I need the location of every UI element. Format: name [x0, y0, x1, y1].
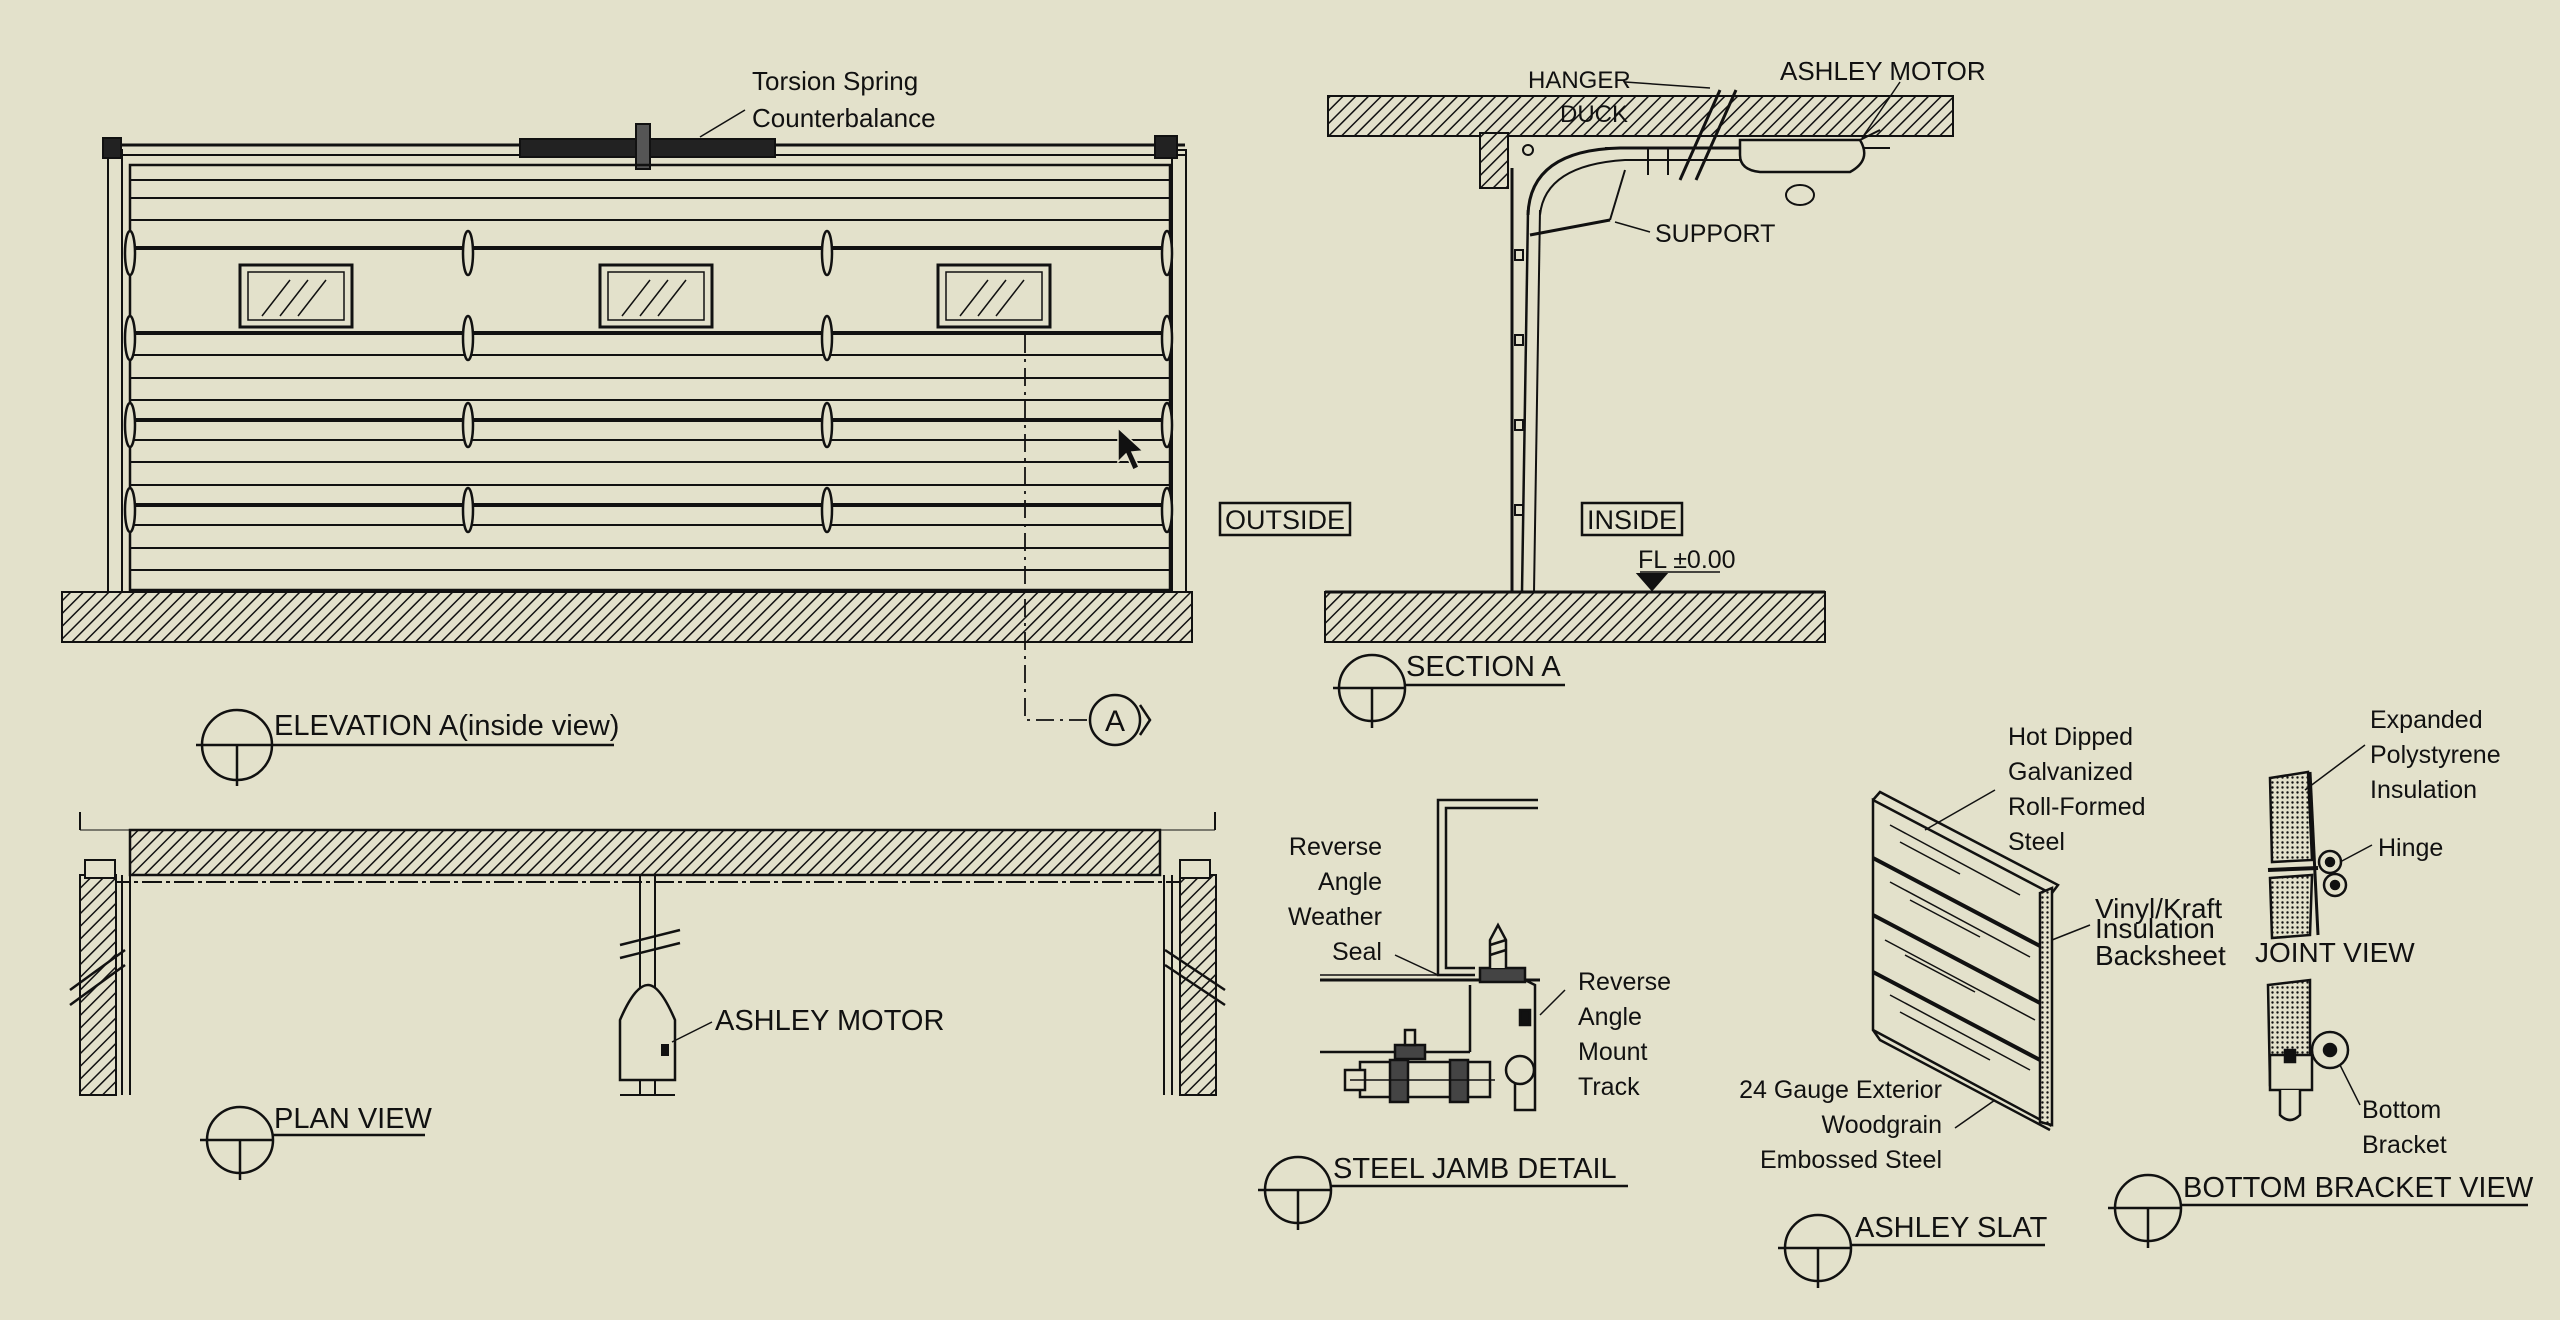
slat-title-symbol	[1778, 1213, 2045, 1288]
bracket-title: BOTTOM BRACKET VIEW	[2183, 1172, 2534, 1204]
slat-title: ASHLEY SLAT	[1855, 1212, 2048, 1244]
bracket-label-line-2: Bracket	[2362, 1131, 2447, 1159]
jamb-track-label-line-1: Reverse	[1578, 968, 1671, 996]
jamb-track-label-line-3: Mount	[1578, 1038, 1648, 1066]
elevation-title: ELEVATION A(inside view)	[274, 710, 619, 742]
outside-label: OUTSIDE	[1225, 505, 1345, 535]
elevation-view	[61, 109, 1193, 747]
plan-title: PLAN VIEW	[274, 1103, 433, 1135]
joint-insulation-label-line-2: Polystyrene	[2370, 741, 2501, 769]
door-slat-lines	[130, 179, 1170, 571]
section-ground-hatch	[1324, 591, 1826, 643]
joint-insulation-leader	[2304, 744, 2366, 791]
jamb-seal-label-line-3: Weather	[1288, 903, 1382, 931]
slat-steel-label-line-4: Steel	[2008, 828, 2065, 856]
section-title: SECTION A	[1406, 651, 1561, 683]
plan-view	[69, 812, 1226, 1096]
section-cut-line	[1024, 335, 1092, 721]
slat-backsheet-label-line-2: Insulation	[2095, 913, 2215, 944]
door-hinges	[123, 229, 1174, 534]
joint-insulation-label-line-3: Insulation	[2370, 776, 2477, 804]
torsion-label-line-2: Counterbalance	[752, 103, 936, 133]
elevation-right-jamb	[1171, 149, 1187, 593]
support-leader	[1614, 221, 1651, 233]
jamb-title-symbol	[1258, 1155, 1628, 1230]
torsion-leader	[699, 109, 746, 138]
slat-exterior-label-line-2: Woodgrain	[1822, 1111, 1942, 1139]
door-window	[598, 263, 714, 329]
bracket-detail	[2266, 978, 2361, 1122]
slat-exterior-label-line-3: Embossed Steel	[1760, 1146, 1942, 1174]
jamb-track-label-line-4: Track	[1578, 1073, 1640, 1101]
hanger-label-line-1: HANGER	[1528, 67, 1631, 94]
elevation-left-jamb	[107, 149, 123, 593]
inside-label: INSIDE	[1587, 505, 1677, 535]
torsion-label-line-1: Torsion Spring	[752, 66, 918, 96]
section-motor-body	[1738, 138, 1866, 174]
floor-level-marker	[1635, 573, 1669, 592]
jamb-track-label-line-2: Angle	[1578, 1003, 1642, 1031]
jamb-track	[1513, 978, 1537, 1112]
jamb-angle	[1436, 798, 1538, 977]
slat-steel-label-line-2: Galvanized	[2008, 758, 2133, 786]
jamb-title: STEEL JAMB DETAIL	[1333, 1153, 1617, 1185]
plan-right-wall	[1179, 874, 1217, 1096]
jamb-seal-label-line-1: Reverse	[1289, 833, 1382, 861]
jamb-detail	[1320, 798, 1566, 1112]
joint-insulation-label-line-1: Expanded	[2370, 706, 2483, 734]
joint-hinge-label: Hinge	[2378, 834, 2443, 862]
plan-motor	[618, 983, 677, 1082]
bracket-leader	[2339, 1064, 2361, 1106]
slat-backsheet-label-line-1: Vinyl/Kraft	[2095, 893, 2222, 924]
elevation-ground-hatch	[61, 591, 1193, 643]
slat-backsheet	[2038, 886, 2054, 1127]
slat-exterior-label-line-1: 24 Gauge Exterior	[1739, 1076, 1942, 1104]
plan-motor-label: ASHLEY MOTOR	[715, 1005, 944, 1037]
section-ceiling-hatch	[1327, 95, 1954, 137]
inside-label-box	[1580, 501, 1684, 537]
jamb-seal-label-line-4: Seal	[1332, 938, 1382, 966]
section-marker	[1088, 693, 1152, 747]
section-title-symbol	[1333, 653, 1565, 728]
slat-backsheet-label-line-3: Backsheet	[2095, 940, 2226, 971]
plan-motor-leader	[671, 1021, 713, 1043]
plan-title-symbol	[200, 1105, 425, 1180]
joint-hinge-leader	[2339, 844, 2373, 863]
slat-exterior-leader	[1954, 1099, 1996, 1129]
slat-detail	[1871, 789, 2091, 1132]
mouse-cursor-icon	[1117, 426, 1145, 472]
bracket-label-line-1: Bottom	[2362, 1096, 2441, 1124]
section-marker-letter: A	[1105, 705, 1125, 738]
door-window	[238, 263, 354, 329]
hanger-label-line-2: DUCK	[1560, 101, 1628, 128]
outside-label-box	[1218, 501, 1352, 537]
support-label: SUPPORT	[1655, 220, 1775, 248]
floor-level-label: FL ±0.00	[1638, 546, 1736, 574]
bracket-title-symbol	[2108, 1173, 2528, 1248]
plan-door-hatch	[128, 828, 1162, 877]
slat-steel-label-line-3: Roll-Formed	[2008, 793, 2146, 821]
slat-steel-label-line-1: Hot Dipped	[2008, 723, 2133, 751]
door-window	[936, 263, 1052, 329]
track-leader	[1539, 989, 1566, 1016]
slat-backsheet-leader	[2051, 924, 2091, 941]
hanger-leader	[1624, 81, 1711, 89]
jamb-seal-label-line-2: Angle	[1318, 868, 1382, 896]
motor-leader	[1861, 81, 1901, 139]
seal-leader	[1394, 954, 1439, 976]
section-motor-label: ASHLEY MOTOR	[1780, 56, 1986, 86]
section-view	[1218, 81, 1954, 643]
elevation-title-symbol	[196, 708, 614, 786]
joint-detail	[2267, 744, 2373, 940]
joint-title: JOINT VIEW	[2255, 937, 2415, 968]
joint-insulation	[2268, 770, 2314, 864]
slat-steel-leader	[1924, 789, 1996, 831]
